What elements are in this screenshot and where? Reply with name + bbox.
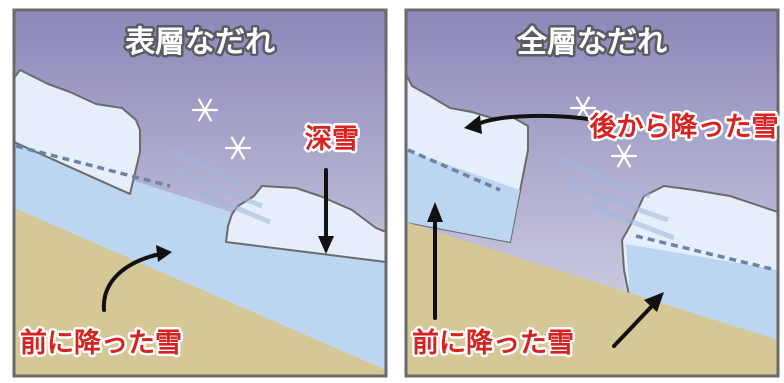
- weak-layer-line: [635, 234, 777, 272]
- label-earlier-snow: 前に降った雪: [20, 327, 182, 359]
- panel-title: 表層なだれ: [125, 25, 275, 60]
- arrow-head: [464, 115, 482, 134]
- weak-layer-line: [407, 148, 501, 192]
- ground: [406, 222, 778, 376]
- panel-surface-avalanche: 表層なだれ 深雪 前に降った雪: [12, 8, 388, 378]
- deep-snow-slab-upper: [14, 69, 141, 195]
- ground: [14, 208, 386, 376]
- earlier-snow-layer: [14, 142, 386, 370]
- earlier-snow-layer-lower: [626, 244, 778, 344]
- snowflake-icon: [610, 144, 638, 168]
- curved-arrow-icon: [101, 252, 162, 312]
- panel-frame: [404, 8, 780, 378]
- deep-snow-slab-sliding: [225, 185, 386, 263]
- panel-title: 全層なだれ: [516, 25, 667, 60]
- motion-streak: [591, 203, 675, 241]
- label-earlier-snow: 前に降った雪: [412, 327, 574, 359]
- panel-full-depth-avalanche: 全層なだれ 後から降った雪 前に降った雪: [404, 8, 781, 378]
- snowflake-icon: [224, 136, 252, 160]
- arrow-head: [318, 236, 334, 254]
- label-later-snow: 後から降った雪: [590, 112, 779, 143]
- motion-streak: [168, 147, 247, 189]
- motion-streak: [559, 157, 651, 199]
- curved-arrow-icon: [476, 113, 598, 126]
- arrow-head: [427, 202, 443, 222]
- arrow-head: [644, 292, 664, 312]
- snowflake-icon: [569, 96, 597, 120]
- motion-streak: [565, 181, 669, 223]
- motion-streak: [197, 189, 271, 225]
- arrow-diagonal-icon: [612, 304, 654, 348]
- snowflake-icon: [191, 98, 219, 122]
- arrow-head: [156, 245, 172, 262]
- label-deep-snow: 深雪: [305, 124, 359, 155]
- panel-frame: [12, 8, 388, 378]
- motion-streak: [175, 169, 263, 209]
- weak-layer-line: [15, 144, 171, 188]
